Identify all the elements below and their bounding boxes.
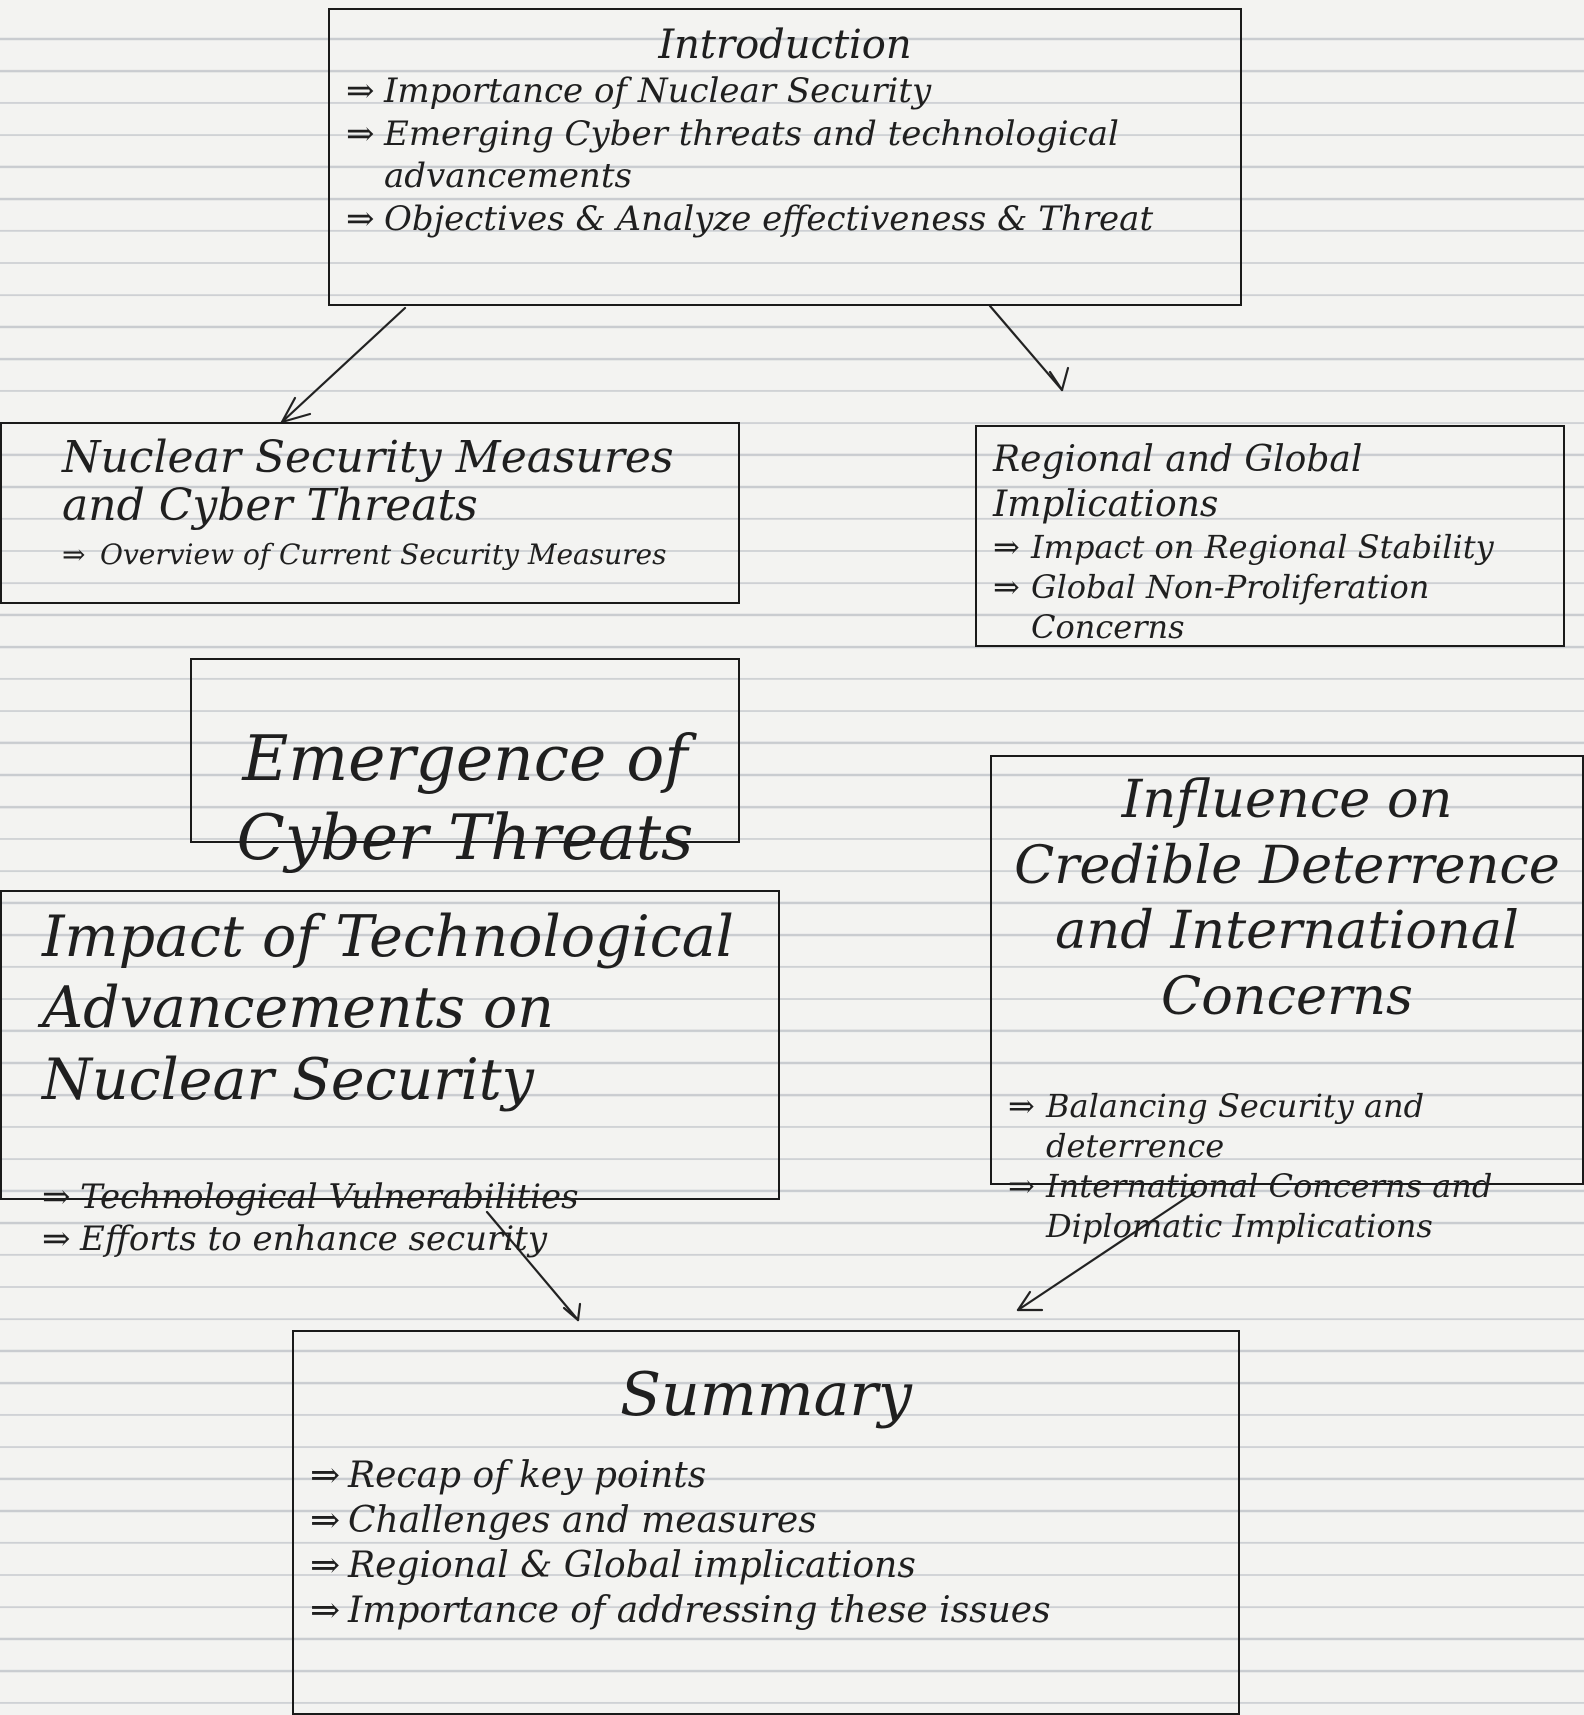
arrow-intro-to-regional-global [988,304,1070,392]
impact-points: Technological Vulnerabilities Efforts to… [42,1176,762,1261]
impact-point: Efforts to enhance security [42,1218,762,1261]
regional-global-title: Regional and Global Implications [993,439,1363,525]
introduction-point: Importance of Nuclear Security [346,70,1224,113]
impact-title: Impact of Technological Advancements on … [42,904,734,1113]
influence-box: Influence on Credible Deterrence and Int… [990,755,1584,1245]
arrow-intro-to-nuclear-security [280,306,407,424]
introduction-box: Introduction Importance of Nuclear Secur… [328,8,1242,306]
regional-global-points: Impact on Regional Stability Global Non-… [993,527,1547,647]
nuclear-security-points: Overview of Current Security Measures [62,537,722,572]
summary-title: Summary [620,1360,912,1430]
introduction-title: Introduction [658,22,912,68]
regional-global-point: Global Non-Proliferation Concerns [993,567,1547,647]
introduction-point: Objectives & Analyze effectiveness & Thr… [346,198,1224,241]
nuclear-security-point: Overview of Current Security Measures [62,537,722,572]
emergence-box: Emergence of Cyber Threats [190,658,740,874]
introduction-points: Importance of Nuclear Security Emerging … [346,70,1224,240]
emergence-title: Emergence of Cyber Threats [236,722,694,874]
influence-point: International Concerns and Diplomatic Im… [1008,1166,1566,1246]
summary-point: Regional & Global implications [310,1543,1222,1588]
summary-point: Importance of addressing these issues [310,1588,1222,1633]
summary-box: Summary Recap of key points Challenges a… [292,1330,1240,1715]
impact-point: Technological Vulnerabilities [42,1176,762,1219]
influence-title: Influence on Credible Deterrence and Int… [1014,769,1560,1027]
influence-point: Balancing Security and deterrence [1008,1086,1566,1166]
influence-points: Balancing Security and deterrence Intern… [1008,1086,1566,1246]
regional-global-point: Impact on Regional Stability [993,527,1547,567]
summary-point: Recap of key points [310,1453,1222,1498]
nuclear-security-box: Nuclear Security Measures and Cyber Thre… [0,422,740,604]
impact-box: Impact of Technological Advancements on … [0,890,780,1260]
summary-point: Challenges and measures [310,1498,1222,1543]
summary-points: Recap of key points Challenges and measu… [310,1453,1222,1633]
nuclear-security-title: Nuclear Security Measures and Cyber Thre… [62,432,674,532]
introduction-point: Emerging Cyber threats and technological… [346,113,1224,198]
regional-global-box: Regional and Global Implications Impact … [975,425,1565,647]
